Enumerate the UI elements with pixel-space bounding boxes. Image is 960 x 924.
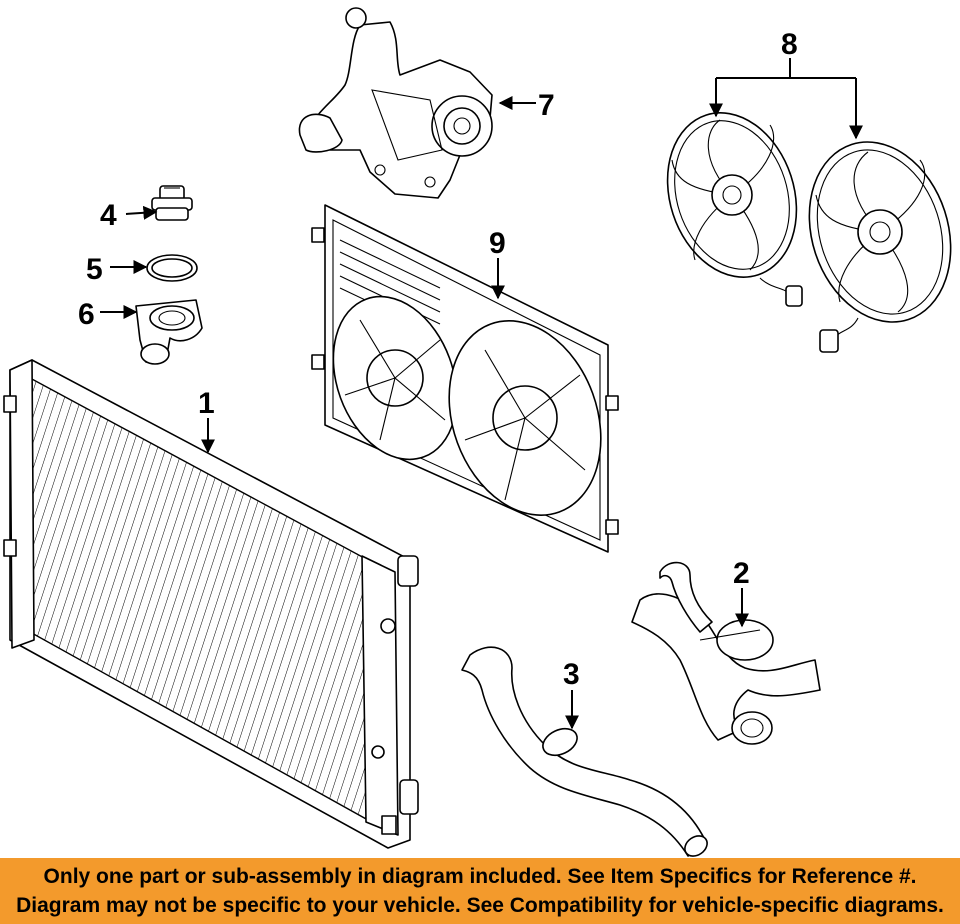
leader-lines — [100, 58, 863, 730]
callout-5: 5 — [86, 253, 103, 286]
callout-3: 3 — [563, 658, 580, 691]
disclaimer-banner: Only one part or sub-assembly in diagram… — [0, 858, 960, 924]
callout-2: 2 — [733, 557, 750, 590]
water-pump-part — [298, 7, 493, 199]
leader-8 — [716, 58, 856, 79]
callout-7: 7 — [538, 89, 555, 122]
callout-8: 8 — [781, 28, 798, 61]
disclaimer-line-1: Only one part or sub-assembly in diagram… — [43, 865, 917, 888]
callout-labels: 1 2 3 4 5 6 7 8 9 — [78, 28, 798, 691]
thermostat-housing-part — [135, 299, 203, 365]
cooling-fan-part — [666, 112, 952, 353]
leader-4 — [125, 205, 158, 220]
upper-hose-part — [631, 561, 821, 745]
callout-9: 9 — [489, 227, 506, 260]
disclaimer-line-2: Diagram may not be specific to your vehi… — [16, 894, 944, 917]
lower-hose-part — [461, 646, 708, 857]
fan-shroud-part — [311, 204, 619, 553]
seal-part — [146, 254, 198, 282]
cooling-system-parts-diagram: 1 2 3 4 5 6 7 8 9 — [3, 7, 952, 857]
callout-6: 6 — [78, 298, 95, 331]
radiator-part — [3, 359, 419, 849]
callout-4: 4 — [100, 199, 117, 232]
thermostat-part — [151, 185, 193, 221]
callout-1: 1 — [198, 387, 215, 420]
